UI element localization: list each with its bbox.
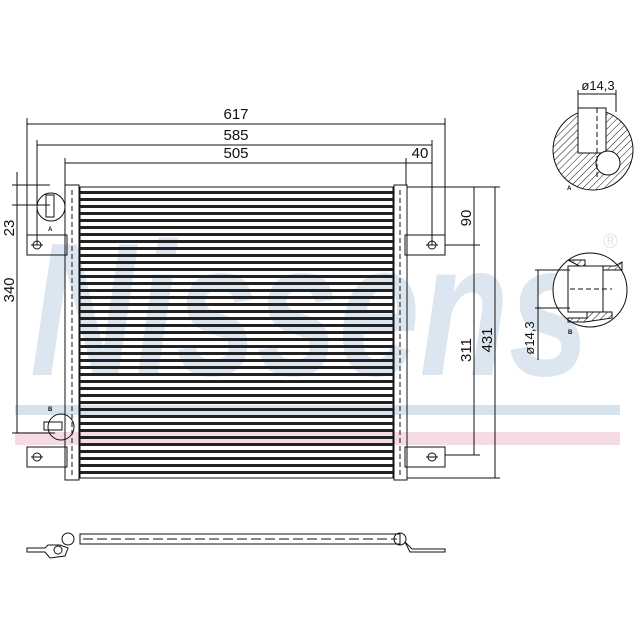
bracket-left-bottom (26, 446, 68, 468)
core-tube (80, 401, 393, 404)
core-tube (80, 282, 393, 285)
condenser-core (64, 184, 408, 481)
core-tube (80, 198, 393, 201)
side-view (26, 532, 446, 559)
core-tube (80, 331, 393, 334)
connector-b: B (43, 407, 75, 441)
core-tube (80, 310, 393, 313)
dim-bracket-span: 585 (223, 127, 248, 144)
detail-b-diameter: ø14,3 (522, 321, 537, 354)
core-tube (80, 226, 393, 229)
registered-mark: ® (603, 231, 618, 253)
dim-overall-height: 431 (479, 327, 496, 352)
core-tube (80, 268, 393, 271)
dim-bracket-offset: 40 (412, 145, 429, 162)
connector-a-label: A (48, 227, 53, 233)
core-tube (80, 240, 393, 243)
core-tube (80, 436, 393, 439)
core-tube (80, 457, 393, 460)
core-tube (80, 261, 393, 264)
core-tube (80, 219, 393, 222)
core-tube (80, 324, 393, 327)
horizontal-dimensions: 617 585 505 40 (26, 106, 446, 245)
dim-overall-width: 617 (223, 106, 248, 123)
dim-bracket-spacing: 311 (458, 338, 475, 362)
core-tube (80, 443, 393, 446)
core-tube (80, 212, 393, 215)
left-header-tank (64, 184, 80, 481)
core-tube (80, 296, 393, 299)
core-tube (80, 317, 393, 320)
dim-bracket-top-offset: 90 (458, 210, 475, 227)
mounting-brackets (26, 234, 446, 468)
core-tube (80, 415, 393, 418)
detail-a-label: A (567, 186, 572, 192)
core-tube (80, 303, 393, 306)
detail-b: ø14,3 B (522, 252, 628, 360)
bracket-right-bottom (404, 446, 446, 468)
core-tube (80, 289, 393, 292)
core-tube (80, 380, 393, 383)
core-tube (80, 394, 393, 397)
detail-a-diameter: ø14,3 (581, 78, 614, 93)
core-tube (80, 205, 393, 208)
dim-inlet-outlet-spacing: 340 (1, 277, 18, 302)
core-tube (80, 464, 393, 467)
core-tube (80, 233, 393, 236)
vertical-dimensions: 23 340 90 311 431 (1, 172, 500, 479)
detail-b-label: B (568, 330, 573, 336)
core-tube (80, 352, 393, 355)
core-tube (80, 345, 393, 348)
right-header-tank (393, 184, 408, 481)
core-tube (80, 422, 393, 425)
core-tube (80, 408, 393, 411)
dim-top-offset: 23 (1, 220, 18, 237)
core-tube (80, 338, 393, 341)
core-tube (80, 471, 393, 474)
core-tube (80, 429, 393, 432)
core-tube (80, 450, 393, 453)
core-tube (80, 387, 393, 390)
core-tube (80, 191, 393, 194)
connector-b-label: B (48, 407, 53, 413)
core-tube (80, 359, 393, 362)
core-tube (80, 366, 393, 369)
detail-a: ø14,3 A (552, 78, 634, 192)
core-tube (80, 254, 393, 257)
core-tube (80, 373, 393, 376)
dim-core-width: 505 (223, 145, 248, 162)
core-tubes (80, 191, 393, 474)
core-tube (80, 247, 393, 250)
core-tube (80, 275, 393, 278)
